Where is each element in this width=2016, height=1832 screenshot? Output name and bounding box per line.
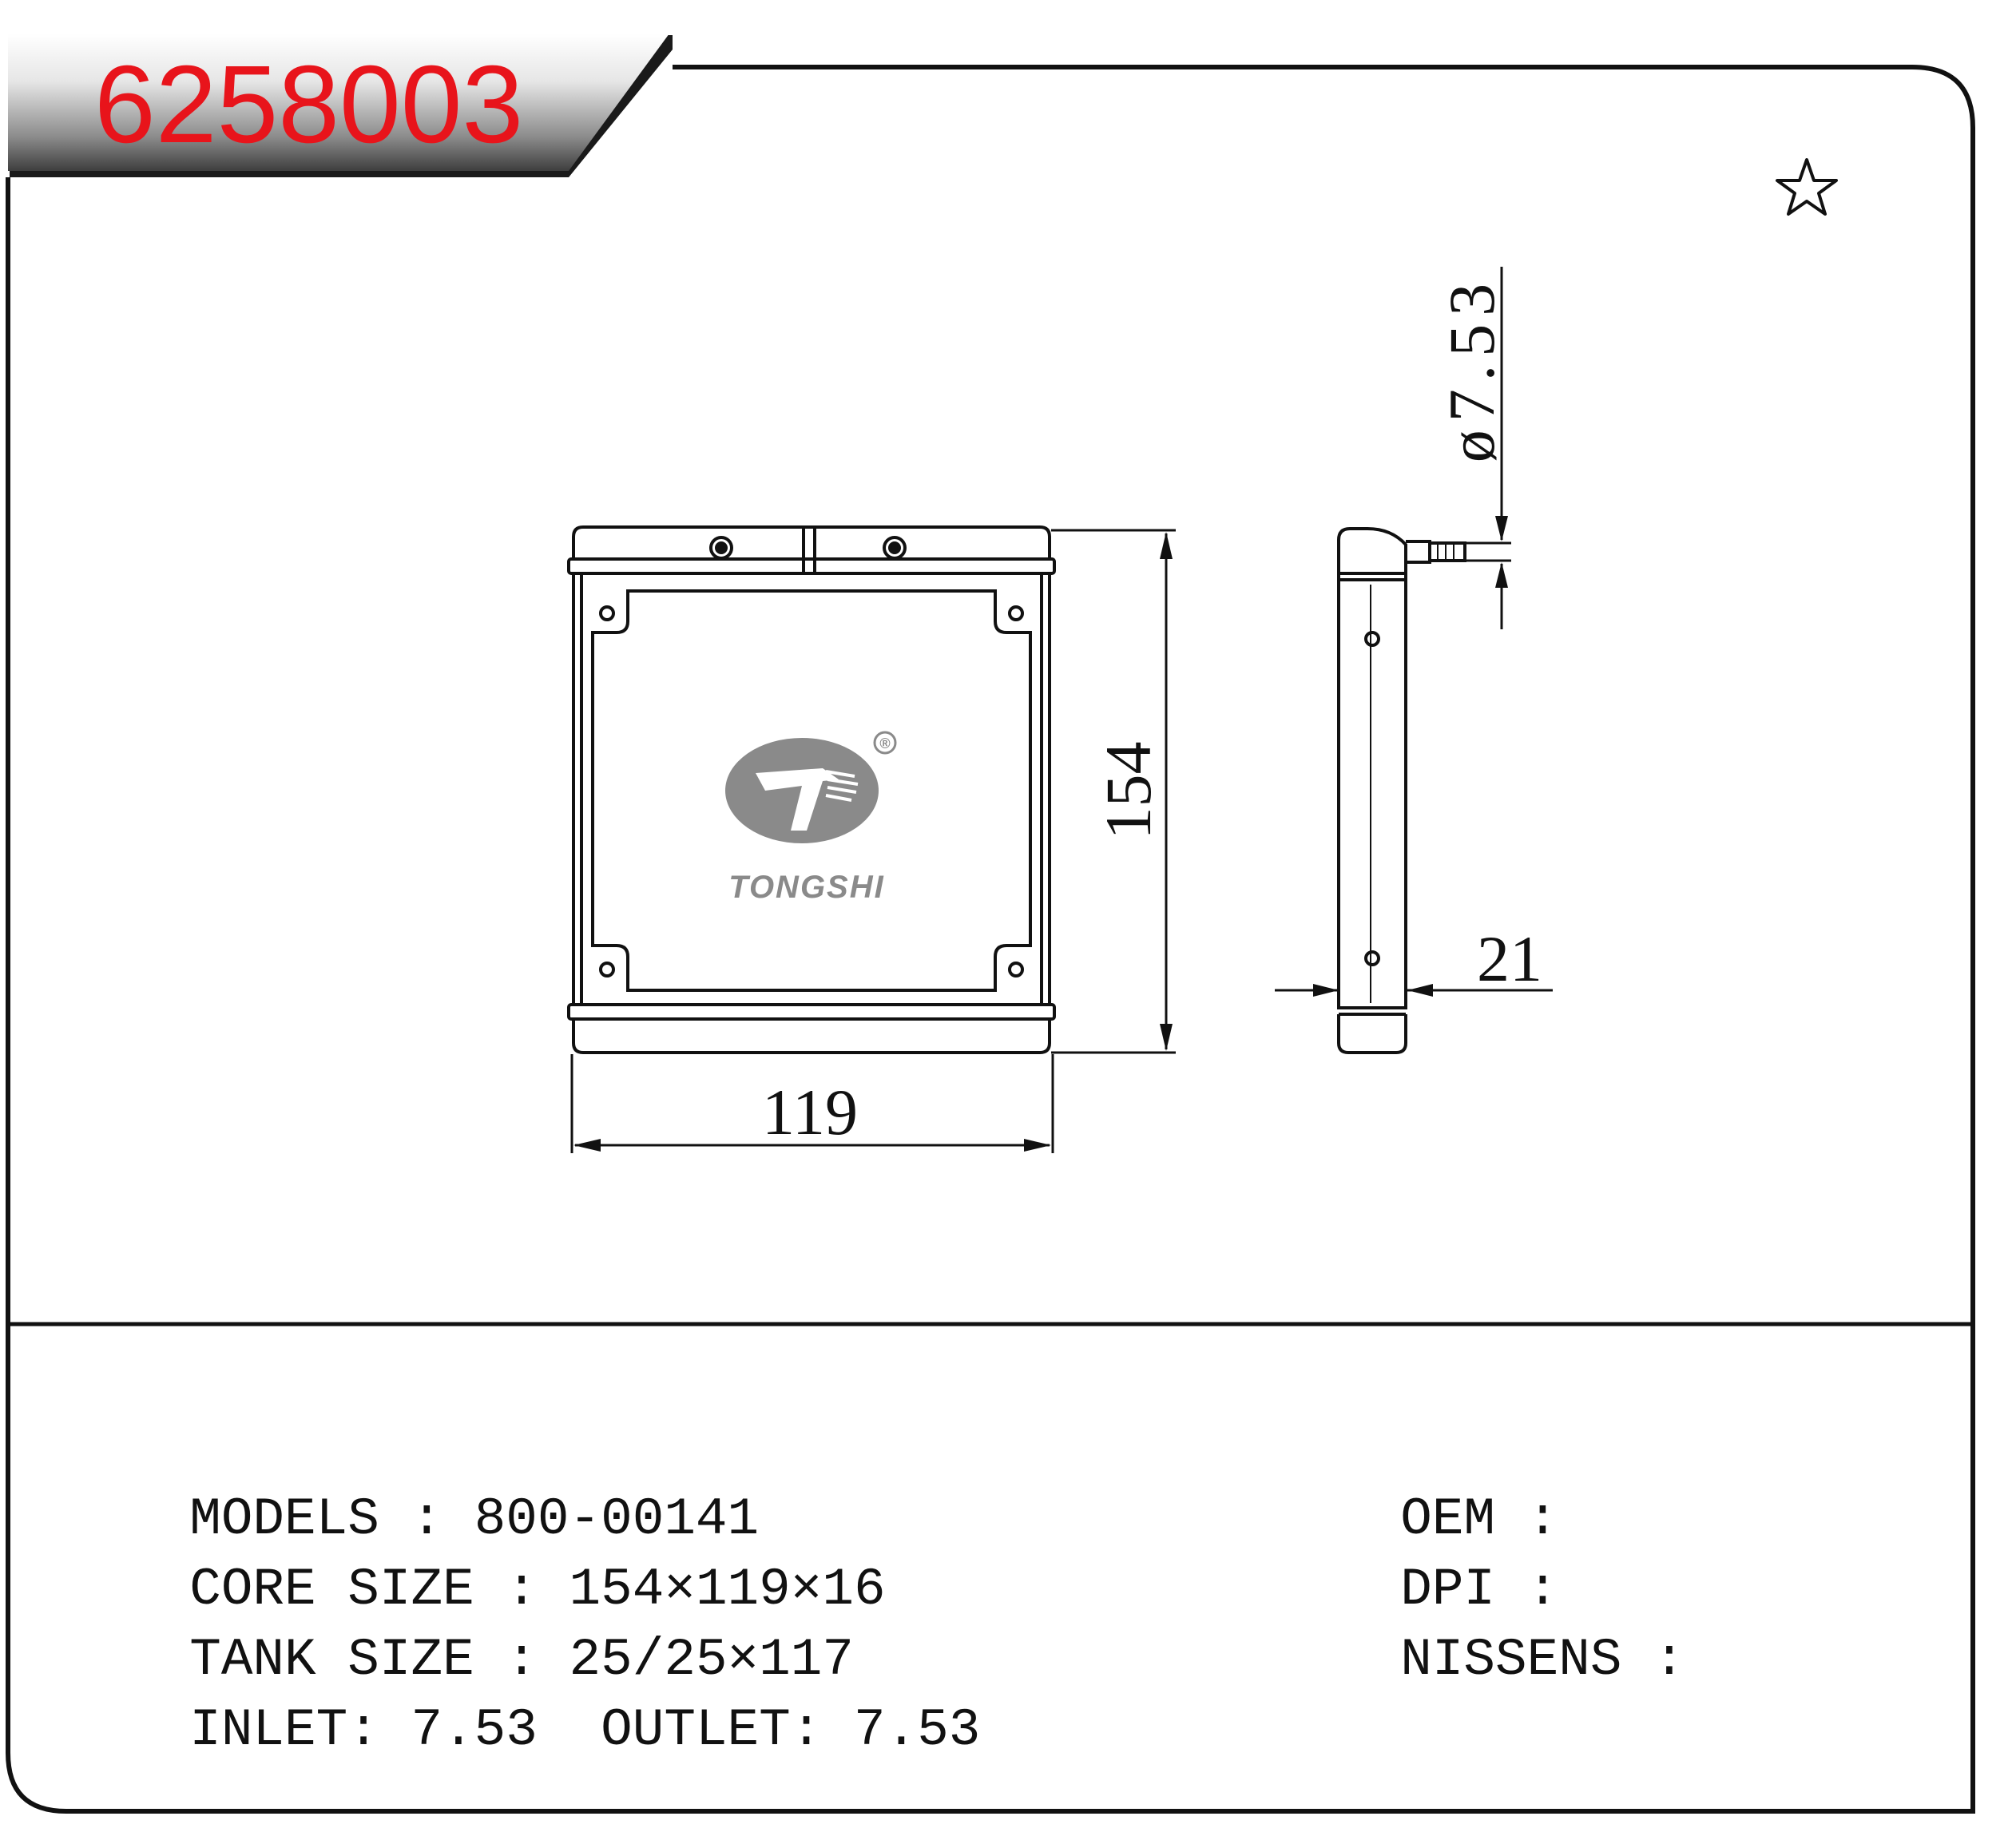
spec-inlet-label: INLET: (189, 1700, 379, 1760)
registered-mark: ® (879, 736, 890, 751)
height-dimension (1051, 529, 1176, 1054)
spec-tank-size-value: 25/25×117 (569, 1630, 854, 1690)
xref-dpi-row: DPI : (1337, 1511, 1590, 1616)
xref-dpi-sep: : (1526, 1560, 1559, 1620)
spec-core-size-label: CORE SIZE (189, 1560, 474, 1620)
xref-dpi-label: DPI (1400, 1560, 1496, 1620)
thickness-dimension (1275, 984, 1553, 997)
spec-tank-size-row: TANK SIZE : 25/25×117 (126, 1581, 854, 1687)
xref-oem-row: OEM : (1337, 1441, 1590, 1546)
xref-nissens-row: NISSENS : (1337, 1581, 1716, 1687)
spec-inlet-outlet-row: INLET: 7.53 OUTLET: 7.53 (126, 1652, 980, 1757)
spec-outlet-value: 7.53 (853, 1700, 981, 1760)
side-view (1337, 527, 1466, 1054)
logo-brand-text: TONGSHI (728, 870, 885, 905)
pipe-diameter-label: ø7.53 (1435, 276, 1508, 463)
front-view (567, 525, 1056, 1054)
spec-tank-size-label: TANK SIZE (189, 1630, 474, 1690)
star-outline-icon[interactable] (1776, 158, 1838, 216)
width-dimension (570, 1054, 1054, 1153)
spec-tank-size-sep: : (506, 1630, 538, 1690)
spec-core-size-row: CORE SIZE : 154×119×16 (126, 1511, 885, 1616)
thickness-label: 21 (1477, 922, 1542, 995)
part-number: 6258003 (94, 43, 523, 166)
spec-models-row: MODELS : 800-00141 (126, 1441, 759, 1546)
registered-mark-icon (873, 731, 897, 755)
xref-nissens-label: NISSENS (1400, 1630, 1622, 1690)
outer-frame (6, 65, 1975, 1814)
xref-oem-sep: : (1526, 1489, 1559, 1549)
part-number-tab: 6258003 (8, 34, 673, 177)
xref-oem-label: OEM (1400, 1489, 1496, 1549)
spec-outlet-label: OUTLET: (601, 1700, 823, 1760)
spec-core-size-sep: : (506, 1560, 538, 1620)
spec-inlet-value: 7.53 (411, 1700, 538, 1760)
xref-nissens-sep: : (1653, 1630, 1685, 1690)
spec-core-size-value: 154×119×16 (569, 1560, 886, 1620)
spec-models-label: MODELS (189, 1489, 379, 1549)
spec-models-value: 800-00141 (474, 1489, 760, 1549)
tongshi-logo: ® TONGSHI (725, 731, 897, 905)
width-label: 119 (762, 1076, 858, 1148)
height-label: 154 (1092, 742, 1165, 840)
pipe-diameter-dimension (1465, 267, 1511, 629)
spec-models-sep: : (411, 1489, 443, 1549)
